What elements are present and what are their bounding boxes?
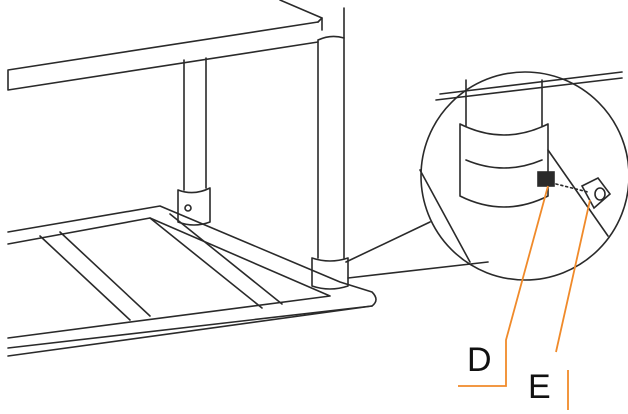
detail-magnifier [419,71,628,281]
zoom-connector [345,221,489,279]
shelf-rib [39,213,283,321]
rear-leg-sleeve [177,187,211,226]
detail-dotted-path [555,183,589,193]
front-leg [317,35,345,259]
detail-circle [420,71,628,281]
front-leg-sleeve [311,257,349,290]
leader-d [458,185,549,387]
detail-rail [419,71,623,263]
rear-leg-hole [184,204,192,212]
rear-leg [183,57,207,191]
shelf-outer [7,205,377,349]
leader-e [555,199,591,410]
upper-rail [7,21,319,91]
shelf-inner [7,217,331,339]
detail-bolt-head [537,171,555,187]
upper-rail-top [279,0,323,23]
callout-label-d: D [467,341,492,379]
callout-leaders [458,185,591,410]
detail-sleeve [459,123,549,208]
callout-label-e: E [528,368,551,406]
front-leg-top [321,7,345,39]
shelf-edge [7,305,373,357]
table-frame [7,0,489,357]
